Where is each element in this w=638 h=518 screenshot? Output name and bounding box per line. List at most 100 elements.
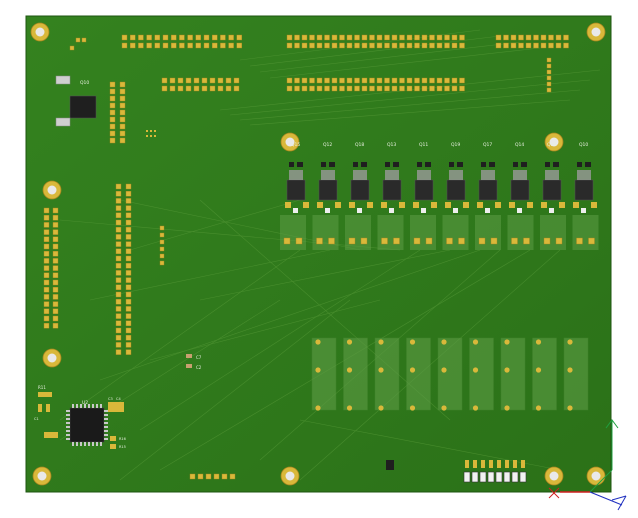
pad	[52, 243, 59, 250]
relay-pin	[441, 339, 447, 345]
mosfet-gate-resistor	[481, 162, 486, 167]
mosfet-gate-resistor	[489, 162, 495, 167]
pad	[339, 77, 345, 84]
smd-pad	[473, 460, 477, 468]
relay-pin	[472, 339, 479, 345]
pad	[161, 85, 168, 92]
mosfet-body	[542, 179, 562, 201]
pad	[331, 42, 338, 49]
pad	[125, 306, 132, 312]
ic-pin	[66, 418, 70, 420]
label-q-top: Q13	[387, 142, 396, 148]
pad	[459, 77, 465, 84]
relay-pin	[535, 367, 542, 373]
pad	[119, 88, 126, 95]
mosfet-marker	[389, 208, 394, 213]
trace	[99, 249, 481, 381]
relay-pin	[409, 367, 416, 373]
pad	[328, 237, 335, 245]
pad	[339, 42, 345, 49]
pad	[384, 42, 390, 49]
mosfet-pad	[285, 202, 291, 208]
connector-pin	[495, 471, 503, 483]
mosfet-pad	[317, 202, 323, 208]
pad	[109, 123, 116, 130]
mosfet-marker	[453, 208, 458, 213]
mosfet-gate-resistor	[449, 162, 454, 167]
pad	[52, 222, 59, 228]
pad	[125, 248, 132, 255]
pad	[52, 236, 59, 243]
pad	[43, 301, 50, 307]
pad	[115, 342, 122, 348]
mosfet-marker	[485, 208, 490, 213]
relay-pin	[378, 339, 384, 345]
pad	[429, 77, 435, 84]
smd-pad	[489, 460, 493, 468]
pad	[109, 88, 116, 95]
mosfet-marker	[421, 208, 426, 213]
pad	[525, 34, 532, 41]
ic-pin	[66, 410, 70, 412]
mosfet-tab	[385, 170, 399, 180]
mounting-hole-drill	[591, 27, 601, 37]
pad	[115, 226, 122, 233]
pad	[217, 85, 224, 92]
pad	[399, 85, 405, 92]
trace	[259, 41, 521, 73]
mosfet-pad	[349, 202, 355, 208]
pad	[543, 237, 551, 245]
label-r15: R15	[119, 445, 126, 449]
pad	[233, 85, 240, 92]
pad	[43, 279, 50, 286]
relay-pin	[535, 339, 542, 345]
pad	[324, 85, 330, 92]
ic-pin	[84, 442, 86, 446]
pad	[360, 237, 368, 245]
pad	[518, 34, 524, 41]
mosfet-pad	[367, 202, 373, 208]
mosfet-pad	[509, 202, 515, 208]
pad	[286, 34, 293, 41]
pad	[125, 183, 132, 190]
relay-pin	[315, 339, 321, 345]
pad	[161, 77, 168, 84]
pad	[119, 102, 126, 109]
view-orientation-axes-icon[interactable]	[548, 419, 627, 511]
pad	[109, 137, 116, 144]
mosfet-marker	[581, 208, 586, 213]
pad	[406, 77, 413, 84]
relay-pin	[378, 367, 384, 373]
pad	[52, 301, 59, 307]
label-c4: C4	[116, 397, 121, 401]
pad	[346, 85, 353, 92]
pad	[510, 34, 517, 41]
mounting-hole-drill	[37, 471, 47, 481]
trace	[139, 249, 421, 431]
pad	[125, 327, 132, 334]
pad	[384, 85, 390, 92]
pad	[115, 248, 122, 255]
pad	[115, 234, 122, 240]
pad	[354, 42, 360, 49]
pad	[205, 473, 212, 480]
pad	[451, 34, 458, 41]
pad	[503, 34, 509, 41]
mosfet-pad	[477, 202, 483, 208]
pad	[301, 34, 308, 41]
pad	[294, 34, 300, 41]
pad	[138, 34, 144, 41]
pad	[286, 77, 293, 84]
pad	[52, 207, 59, 214]
pad	[533, 34, 539, 41]
mounting-hole-drill	[47, 185, 57, 195]
pad	[346, 34, 353, 41]
pad	[52, 214, 59, 221]
label-q-left: Q10	[80, 80, 89, 86]
pad	[354, 34, 360, 41]
pad	[444, 85, 450, 92]
pad	[458, 237, 465, 245]
pad	[459, 85, 465, 92]
relay-pin	[472, 405, 479, 411]
